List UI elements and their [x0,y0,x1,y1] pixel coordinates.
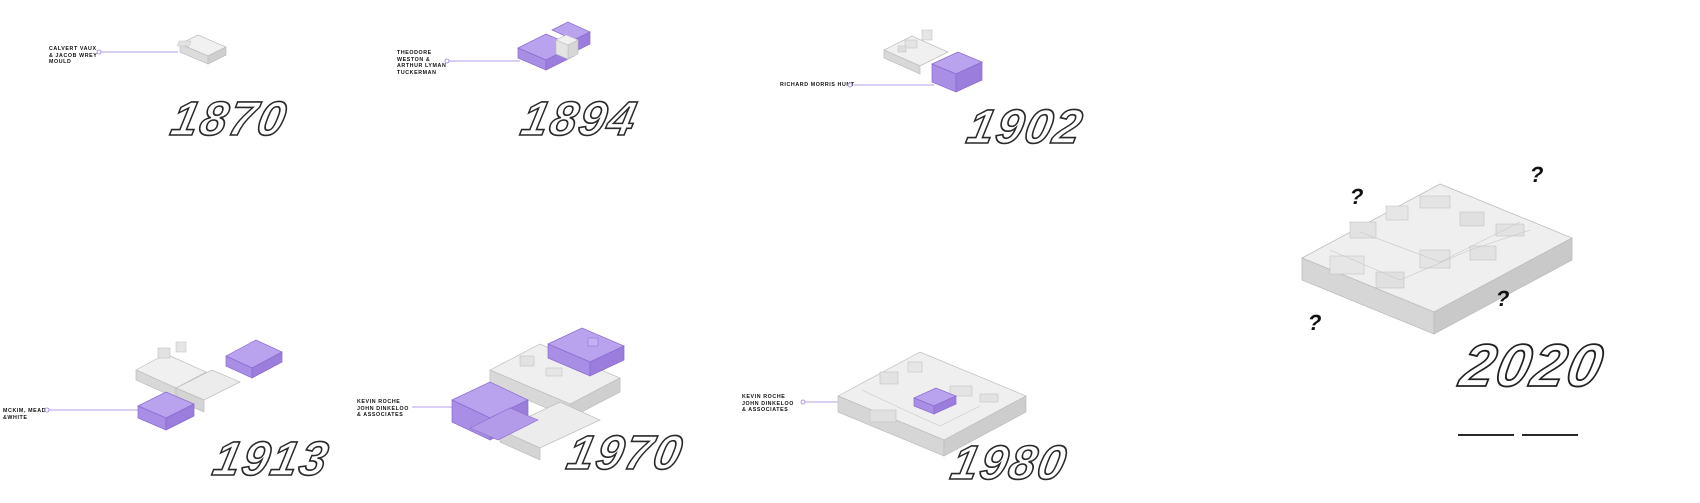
architect-label-1980: KEVIN ROCHE JOHN DINKELOO & ASSOCIATES [742,394,794,414]
architect-label-1913: MCKIM, MEAD &WHITE [3,408,47,421]
placeholder-line-1 [1458,434,1514,436]
leader-dot-1913 [44,407,50,413]
architect-label-1970: KEVIN ROCHE JOHN DINKELOO & ASSOCIATES [357,399,409,419]
architect-label-1894: THEODORE WESTON & ARTHUR LYMAN TUCKERMAN [397,50,447,76]
leader-dot-1980 [800,399,806,405]
leader-dot-1894 [444,58,450,64]
leader-dot-1902 [847,82,853,88]
placeholder-line-2 [1522,434,1578,436]
year-2020: 2020 [1454,331,1612,400]
leader-dot-1870 [96,49,102,55]
architect-label-1902: RICHARD MORRIS HUNT [780,82,855,88]
block-1870-right [207,46,227,65]
architect-label-1870: CALVERT VAUX & JACOB WREY MOULD [49,46,98,66]
